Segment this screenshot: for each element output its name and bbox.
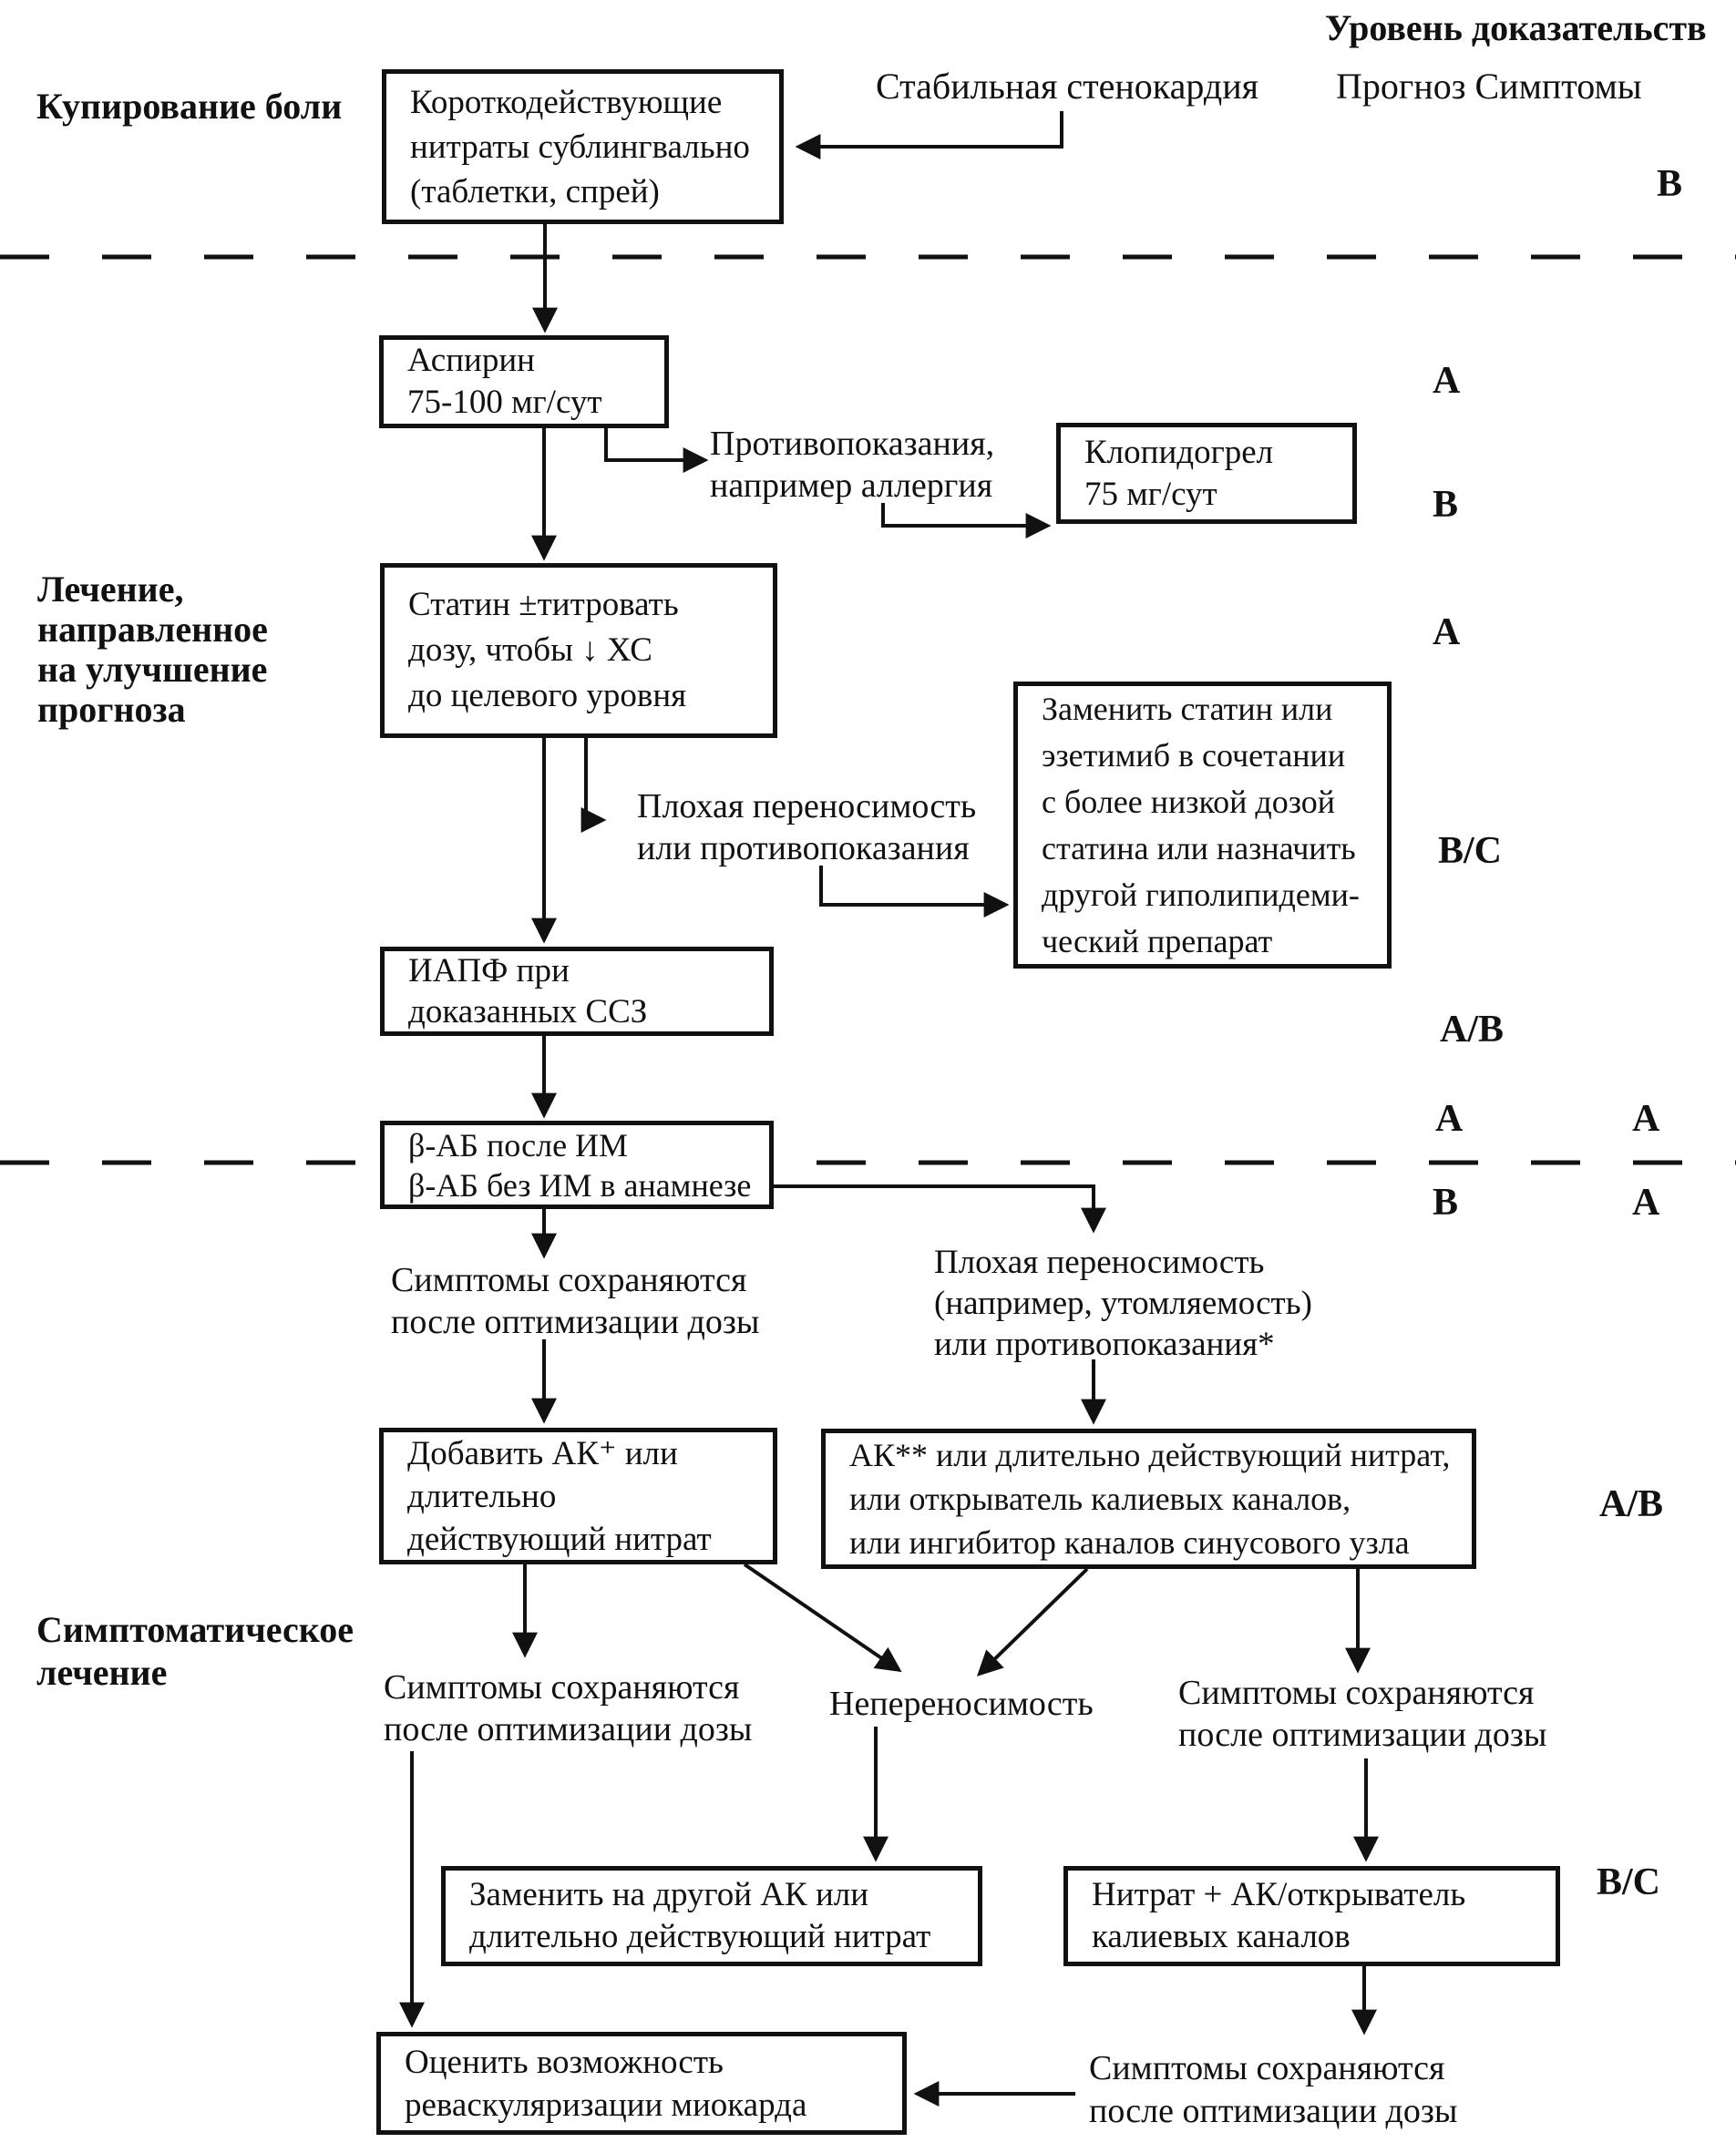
box-aspirin-text: Аспирин 75-100 мг/сут [407,342,602,421]
box-statin: Статин ±титровать дозу, чтобы ↓ ХС до це… [380,563,777,738]
level-bb-post-mi-symptoms: А [1632,1098,1660,1140]
level-clopidogrel-prognosis: В [1433,484,1459,526]
level-bb-post-mi-prognosis: А [1435,1098,1464,1140]
box-aspirin: Аспирин 75-100 мг/сут [379,335,669,428]
columns-label-prognosis-symptoms: Прогноз Симптомы [1336,66,1642,107]
note-contraindications: Противопоказания, например аллергия [710,425,995,505]
level-acei-prognosis: А/В [1440,1009,1505,1051]
box-switch-ccb: Заменить на другой АК или длительно дейс… [441,1866,982,1966]
level-nitrates-symptoms: В [1657,163,1683,205]
box-add-ccb-or-nitrate: Добавить АК⁺ или длительно действующий н… [379,1428,777,1564]
box-clopidogrel-text: Клопидогрел 75 мг/сут [1084,433,1274,513]
edge-bb-to-poor-tolerance-bb [774,1184,1106,1234]
level-nitrate-plus-row: В/С [1597,1861,1661,1903]
box-short-acting-nitrates-text: Короткодействующие нитраты сублингвально… [410,83,750,210]
edge-add-ccb-to-intolerance [743,1563,902,1673]
box-revascularization-text: Оценить возможность реваскуляризации мио… [405,2043,807,2124]
edge-ccb-alt-to-intolerance [976,1567,1089,1676]
level-ccb-row: А/В [1599,1483,1664,1525]
box-switch-ccb-text: Заменить на другой АК или длительно дейс… [469,1876,931,1955]
note-symptoms-persist-final: Симптомы сохраняются после оптимизации д… [1089,2049,1458,2130]
note-symptoms-persist-1: Симптомы сохраняются после оптимизации д… [391,1261,760,1341]
start-label-stable-angina: Стабильная стенокардия [876,66,1258,107]
edge-statin-to-poor-tolerance [580,738,607,833]
box-short-acting-nitrates: Короткодействующие нитраты сублингвально… [382,69,784,224]
box-replace-statin: Заменить статин или эзетимиб в сочетании… [1013,682,1392,969]
note-poor-tolerance-bb: Плохая переносимость (например, утомляем… [934,1244,1312,1363]
edge-aspirin-to-contraindications [604,428,709,473]
box-ccb-alternatives: АК** или длительно действующий нитрат, и… [821,1429,1476,1569]
box-ccb-alternatives-text: АК** или длительно действующий нитрат, и… [849,1437,1451,1561]
level-aspirin-prognosis: А [1433,360,1461,402]
level-bb-no-mi-symptoms: А [1632,1182,1660,1224]
note-symptoms-persist-right: Симптомы сохраняются после оптимизации д… [1178,1674,1547,1754]
box-add-ccb-or-nitrate-text: Добавить АК⁺ или длительно действующий н… [407,1434,712,1558]
edge-contraindications-to-clopidogrel [881,503,1052,538]
box-acei: ИАПФ при доказанных ССЗ [380,947,774,1036]
level-bb-no-mi-prognosis: В [1433,1182,1459,1224]
box-nitrate-plus-ccb: Нитрат + АК/открыватель калиевых каналов [1063,1866,1560,1966]
edge-poor-tolerance-to-replace-statin [819,866,1010,918]
box-beta-blocker: β-АБ после ИМ β-АБ без ИМ в анамнезе [380,1121,774,1209]
evidence-level-title: Уровень доказательств [1325,7,1707,48]
section-pain-relief: Купирование боли [36,86,343,127]
note-symptoms-persist-left: Симптомы сохраняются после оптимизации д… [384,1668,753,1748]
box-nitrate-plus-ccb-text: Нитрат + АК/открыватель калиевых каналов [1092,1876,1466,1955]
section-symptomatic-treatment: Симптоматическое лечение [36,1609,354,1693]
box-acei-text: ИАПФ при доказанных ССЗ [408,952,648,1030]
level-statin-prognosis: А [1433,611,1461,653]
box-beta-blocker-text: β-АБ после ИМ β-АБ без ИМ в анамнезе [408,1126,752,1204]
note-intolerance: Непереносимость [829,1685,1094,1723]
section-prognosis-treatment: Лечение, направленное на улучшение прогн… [37,569,268,730]
box-clopidogrel: Клопидогрел 75 мг/сут [1056,423,1357,524]
level-replace-statin: В/С [1438,830,1503,872]
box-statin-text: Статин ±титровать дозу, чтобы ↓ ХС до це… [408,586,687,714]
note-poor-tolerance-statin: Плохая переносимость или противопоказани… [637,787,977,867]
edge-angina-to-nitrates [795,111,1063,159]
box-revascularization: Оценить возможность реваскуляризации мио… [376,2032,907,2135]
box-replace-statin-text: Заменить статин или эзетимиб в сочетании… [1042,690,1360,959]
